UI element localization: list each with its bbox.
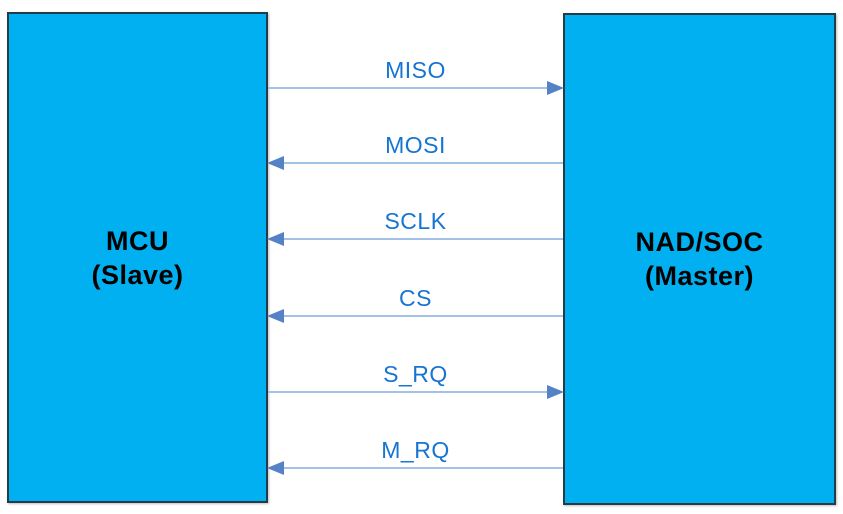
signal-m-rq-line xyxy=(283,467,563,469)
node-mcu-title: MCU xyxy=(106,225,169,256)
node-mcu-slave: MCU (Slave) xyxy=(7,12,268,503)
signal-s-rq-line xyxy=(268,391,548,393)
signal-mosi-line xyxy=(283,162,563,164)
signal-m-rq: M_RQ xyxy=(267,435,563,477)
signal-cs-label: CS xyxy=(399,285,432,311)
node-nad-soc-master: NAD/SOC (Master) xyxy=(563,13,836,505)
signal-sclk-label: SCLK xyxy=(384,208,447,234)
signal-s-rq: S_RQ xyxy=(268,359,564,401)
signal-sclk: SCLK xyxy=(267,206,563,248)
signal-m-rq-label: M_RQ xyxy=(381,437,450,463)
signal-miso: MISO xyxy=(268,55,564,97)
node-nad-title: NAD/SOC xyxy=(635,227,764,257)
arrowhead-left-icon xyxy=(267,232,284,246)
node-nad-subtitle: (Master) xyxy=(644,261,755,291)
signal-mosi-label: MOSI xyxy=(385,132,446,158)
arrowhead-right-icon xyxy=(547,81,564,95)
arrowhead-left-icon xyxy=(267,461,284,475)
signal-cs: CS xyxy=(267,283,563,325)
node-mcu-subtitle: (Slave) xyxy=(91,259,184,290)
signal-miso-line xyxy=(268,87,548,89)
signal-s-rq-label: S_RQ xyxy=(383,361,448,387)
signal-cs-line xyxy=(283,315,563,317)
signal-sclk-line xyxy=(283,238,563,240)
arrowhead-left-icon xyxy=(267,309,284,323)
arrowhead-right-icon xyxy=(547,385,564,399)
signal-mosi: MOSI xyxy=(267,130,563,172)
signal-miso-label: MISO xyxy=(385,57,446,83)
arrowhead-left-icon xyxy=(267,156,284,170)
